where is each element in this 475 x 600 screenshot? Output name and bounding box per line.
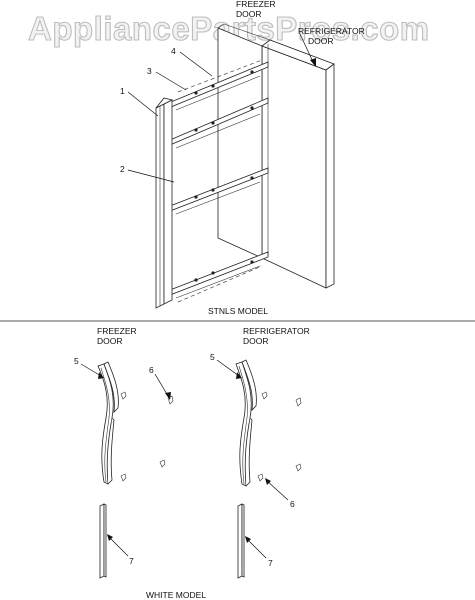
leader-line-7a [107,535,129,557]
leader-line-7b [245,537,267,559]
callout-6-fridge: 6 [290,499,295,509]
freezer-curved-handle [97,361,119,485]
leader-line-6b [265,479,289,501]
crossbars [165,61,269,299]
white-fridge-label-line2: DOOR [243,336,269,346]
arrow-7a [107,534,113,541]
white-freezer-label-line2: DOOR [97,336,123,346]
callout-5-freezer: 5 [74,356,79,366]
freezer-clips [120,391,174,482]
freezer-handle-strip [99,503,107,579]
callout-6-freezer: 6 [149,365,154,375]
arrow-6b [265,478,271,485]
stnls-freezer-label-line1: FREEZER [236,0,276,9]
white-model-caption: WHITE MODEL [146,590,206,600]
fridge-curved-handle [235,359,257,487]
stnls-fridge-label-line1: REFRIGERATOR [298,26,365,36]
stnls-freezer-label-line2: DOOR [236,9,262,19]
callout-2: 2 [120,164,125,174]
callout-4: 4 [171,46,176,56]
arrow-5b [236,372,242,379]
leader-line-fridge-door [299,33,315,65]
callout-7-fridge: 7 [268,558,273,568]
stnls-fridge-label-line2: DOOR [308,36,334,46]
back-outline [177,59,263,303]
refrigerator-door-panel [261,39,335,289]
screws [194,70,254,282]
leader-line-5a [80,363,102,377]
stnls-model-caption: STNLS MODEL [208,306,268,316]
stainless-handle-bar [155,97,174,309]
leader-line-4 [179,51,213,77]
arrow-7b [245,536,251,543]
arrow-5a [98,372,104,379]
stainless-model-assembly: 1 2 3 4 FREEZER DOOR REFRIGERATOR DOOR S… [120,0,365,316]
leader-line-2 [127,169,175,183]
callout-7-freezer: 7 [129,556,134,566]
arrow-6a [165,392,171,400]
fridge-handle-strip [237,503,245,579]
white-model-assembly: FREEZER DOOR REFRIGERATOR DOOR 5 6 [74,326,310,600]
white-fridge-label-line1: REFRIGERATOR [243,326,310,336]
leader-line-3 [155,71,187,91]
leader-line-1 [127,91,159,117]
white-freezer-label-line1: FREEZER [97,326,137,336]
freezer-door-panel [217,23,271,259]
callout-5-fridge: 5 [210,352,215,362]
arrow-fridge-door [310,58,316,67]
callout-3: 3 [147,66,152,76]
leader-line-5b [216,359,240,377]
leader-line-6a [154,373,169,397]
callout-1: 1 [120,86,125,96]
watermark-text: AppliancePartsPros.com [28,10,430,47]
fridge-clips [257,391,302,482]
